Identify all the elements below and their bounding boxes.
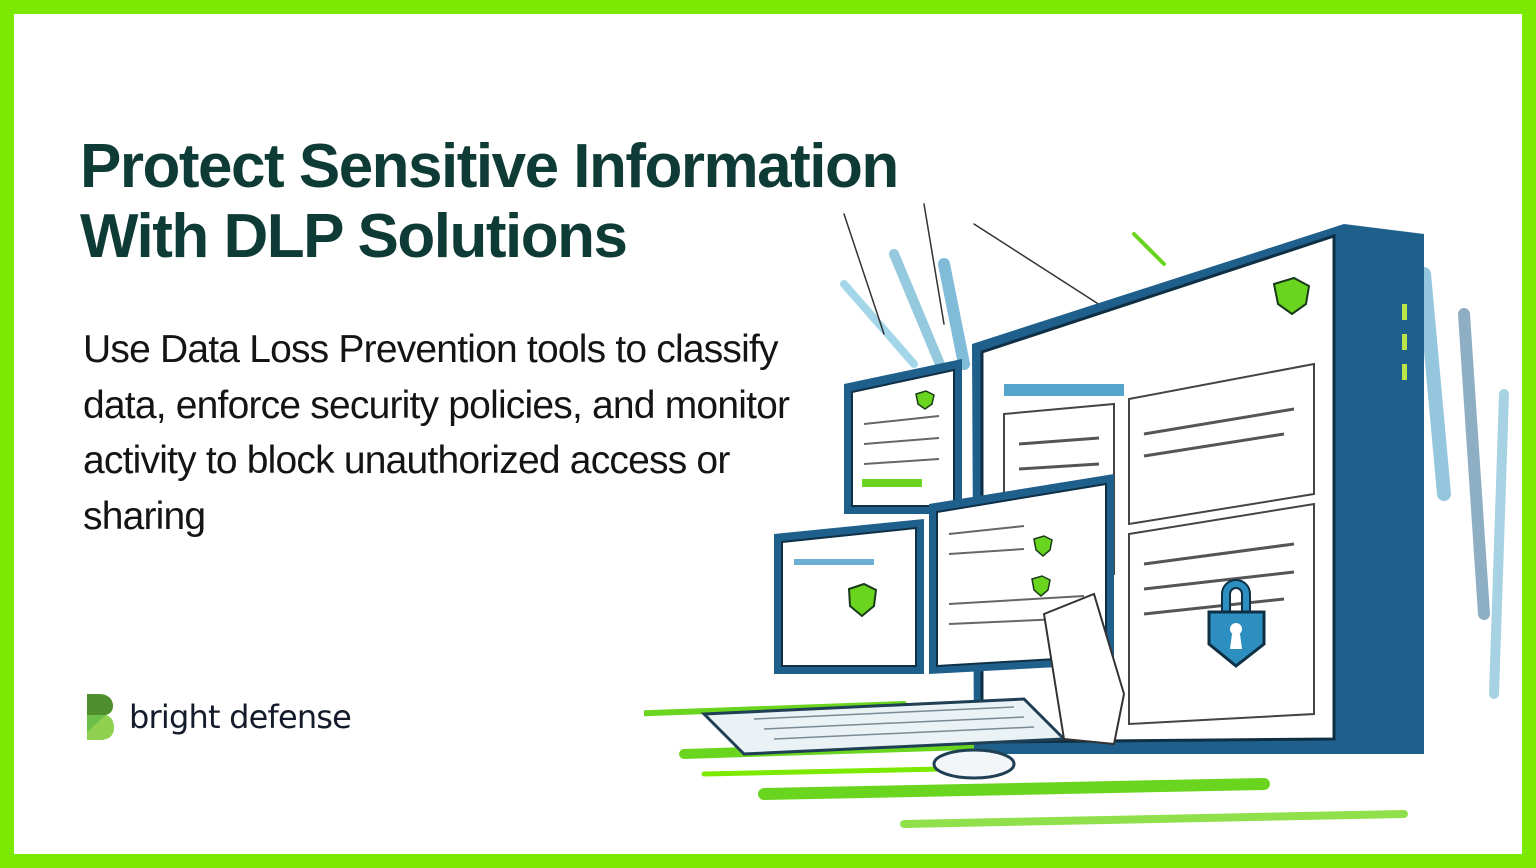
laptop-icon [700, 592, 1126, 756]
headline-line-2: With DLP Solutions [80, 202, 628, 271]
shield-check-icon [1031, 575, 1051, 597]
description-text: Use Data Loss Prevention tools to classi… [83, 328, 790, 538]
shield-check-icon [847, 582, 878, 618]
shield-check-icon [1033, 535, 1053, 557]
monitor-small-left [844, 359, 962, 514]
shield-check-icon [1272, 276, 1311, 316]
headline: Protect Sensitive Information With DLP S… [80, 132, 899, 272]
headline-line-1: Protect Sensitive Information [80, 132, 899, 201]
dlp-illustration [644, 203, 1509, 828]
bright-defense-logo-icon [87, 694, 114, 740]
banner-frame: Protect Sensitive Information With DLP S… [14, 14, 1522, 854]
brand-name: bright defense [129, 698, 352, 736]
brand-logo: bright defense [85, 692, 352, 742]
padlock-icon [1207, 579, 1266, 668]
monitor-lower-left [774, 519, 924, 674]
mouse-icon [932, 748, 1016, 780]
shield-check-icon [915, 390, 935, 410]
